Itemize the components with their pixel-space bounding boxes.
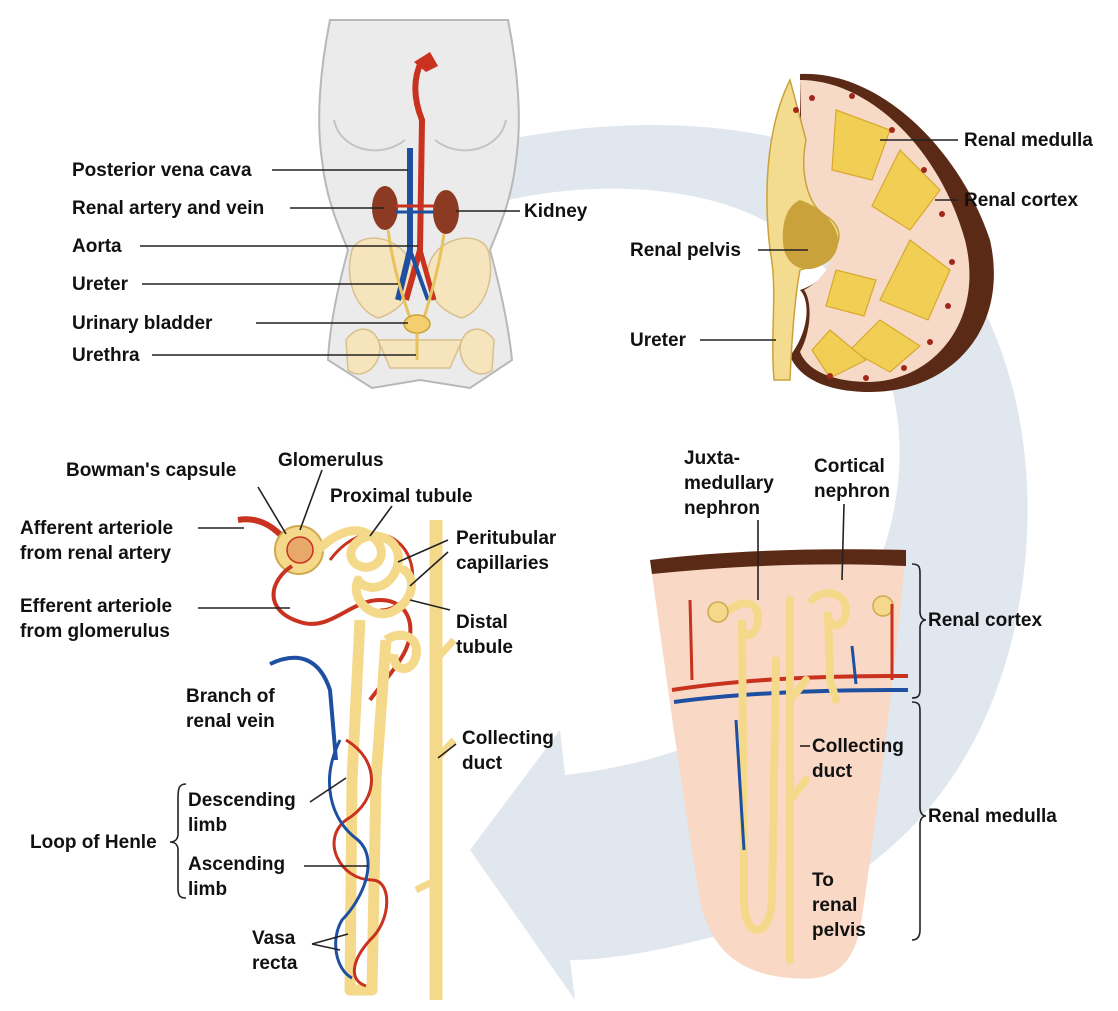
label-ascending-2: limb: [188, 879, 227, 900]
label-descending-2: limb: [188, 815, 227, 836]
label-renal-pelvis: Renal pelvis: [630, 240, 741, 261]
label-collecting-tissue-2: duct: [812, 761, 853, 782]
label-loop-of-henle: Loop of Henle: [30, 832, 157, 853]
label-efferent-2: from glomerulus: [20, 621, 170, 642]
label-vasa-1: Vasa: [252, 928, 296, 949]
label-distal-2: tubule: [456, 637, 513, 658]
label-renal-artery-vein: Renal artery and vein: [72, 198, 264, 219]
label-collecting-1: Collecting: [462, 728, 554, 749]
label-to-2: renal: [812, 895, 857, 916]
label-cortical-2: nephron: [814, 481, 890, 502]
label-renal-medulla-kidney: Renal medulla: [964, 130, 1093, 151]
label-urethra: Urethra: [72, 345, 140, 366]
label-branch-2: renal vein: [186, 711, 275, 732]
label-distal-1: Distal: [456, 612, 508, 633]
label-kidney: Kidney: [524, 201, 588, 222]
label-renal-cortex-tissue: Renal cortex: [928, 610, 1042, 631]
label-vasa-2: recta: [252, 953, 298, 974]
label-renal-medulla-tissue: Renal medulla: [928, 806, 1057, 827]
label-ureter-kidney: Ureter: [630, 330, 687, 351]
label-proximal-tubule: Proximal tubule: [330, 486, 473, 507]
label-juxta-3: nephron: [684, 498, 760, 519]
label-to-3: pelvis: [812, 920, 866, 941]
label-glomerulus: Glomerulus: [278, 450, 384, 471]
label-to-1: To: [812, 870, 834, 891]
label-afferent-1: Afferent arteriole: [20, 518, 173, 539]
kidney-section: [767, 74, 994, 392]
label-posterior-vena-cava: Posterior vena cava: [72, 160, 252, 181]
label-juxta-2: medullary: [684, 473, 774, 494]
label-afferent-2: from renal artery: [20, 543, 171, 564]
label-efferent-1: Efferent arteriole: [20, 596, 172, 617]
label-peritubular-1: Peritubular: [456, 528, 557, 549]
label-aorta: Aorta: [72, 236, 122, 257]
label-collecting-2: duct: [462, 753, 503, 774]
label-renal-cortex-kidney: Renal cortex: [964, 190, 1078, 211]
label-bowmans-capsule: Bowman's capsule: [66, 460, 236, 481]
label-ascending-1: Ascending: [188, 854, 285, 875]
label-ureter-body: Ureter: [72, 274, 129, 295]
label-cortical-1: Cortical: [814, 456, 885, 477]
label-branch-1: Branch of: [186, 686, 275, 707]
label-peritubular-2: capillaries: [456, 553, 549, 574]
label-collecting-tissue-1: Collecting: [812, 736, 904, 757]
label-urinary-bladder: Urinary bladder: [72, 313, 213, 334]
label-descending-1: Descending: [188, 790, 296, 811]
label-juxta-1: Juxta-: [684, 448, 740, 469]
